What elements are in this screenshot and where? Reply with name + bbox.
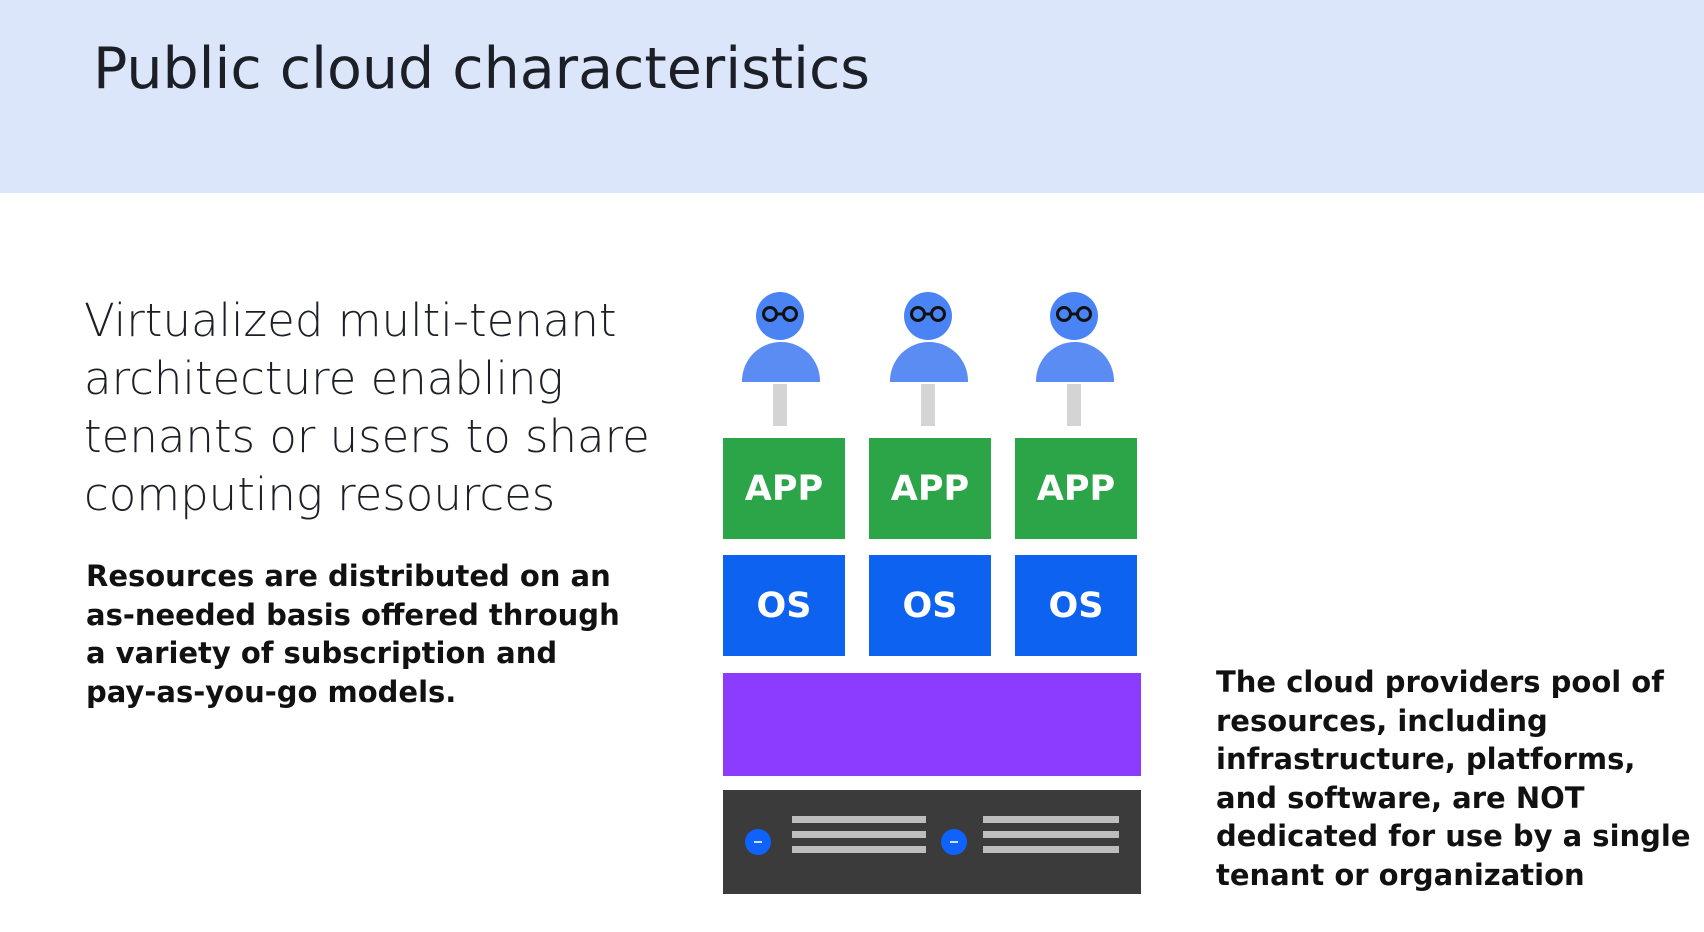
user-icon: [890, 292, 970, 432]
right-description-line: tenant or organization: [1216, 857, 1585, 892]
subheading-line: architecture enabling: [84, 352, 564, 405]
server-slot: [792, 846, 926, 853]
connector-line: [921, 384, 935, 426]
user-body: [1036, 342, 1114, 382]
slide-title: Public cloud characteristics: [93, 36, 870, 102]
left-description-line: as-needed basis offered through: [86, 597, 620, 632]
left-description-line: a variety of subscription and: [86, 636, 558, 670]
server-slot: [983, 831, 1119, 838]
subheading-line: tenants or users to share: [84, 410, 650, 463]
server-icon: [723, 790, 1141, 894]
app-box: APP: [869, 438, 991, 539]
left-description: Resources are distributed on an as-neede…: [86, 557, 620, 711]
server-slot: [983, 816, 1119, 823]
status-led-icon: [745, 829, 771, 855]
connector-line: [1067, 384, 1081, 426]
user-icon: [1036, 292, 1116, 432]
right-description: The cloud providers pool of resources, i…: [1216, 663, 1691, 894]
right-description-line: and software, are NOT: [1216, 780, 1585, 815]
server-slot: [792, 831, 926, 838]
left-description-line: Resources are distributed on an: [86, 559, 611, 593]
header-band: Public cloud characteristics: [0, 0, 1704, 193]
user-head: [1050, 292, 1098, 340]
os-box: OS: [869, 555, 991, 656]
os-box: OS: [1015, 555, 1137, 656]
user-body: [890, 342, 968, 382]
left-description-line: pay-as-you-go models.: [86, 674, 457, 709]
subheading: Virtualized multi-tenant architecture en…: [84, 292, 650, 524]
os-box: OS: [723, 555, 845, 656]
server-slot: [983, 846, 1119, 853]
user-body: [742, 342, 820, 382]
right-description-line: resources, including: [1216, 703, 1548, 738]
user-icon: [742, 292, 822, 432]
hypervisor-layer: [723, 673, 1141, 776]
user-head: [756, 292, 804, 340]
subheading-line: Virtualized multi-tenant: [84, 294, 617, 347]
app-box: APP: [1015, 438, 1137, 539]
right-description-line: The cloud providers pool of: [1216, 665, 1664, 699]
connector-line: [773, 384, 787, 426]
glasses-icon: [762, 306, 798, 322]
right-description-line: dedicated for use by a single: [1216, 819, 1691, 853]
right-description-line: infrastructure, platforms,: [1216, 742, 1636, 776]
user-head: [904, 292, 952, 340]
glasses-icon: [1056, 306, 1092, 322]
app-box: APP: [723, 438, 845, 539]
subheading-line: computing resources: [84, 468, 556, 521]
status-led-icon: [941, 829, 967, 855]
server-slot: [792, 816, 926, 823]
glasses-icon: [910, 306, 946, 322]
